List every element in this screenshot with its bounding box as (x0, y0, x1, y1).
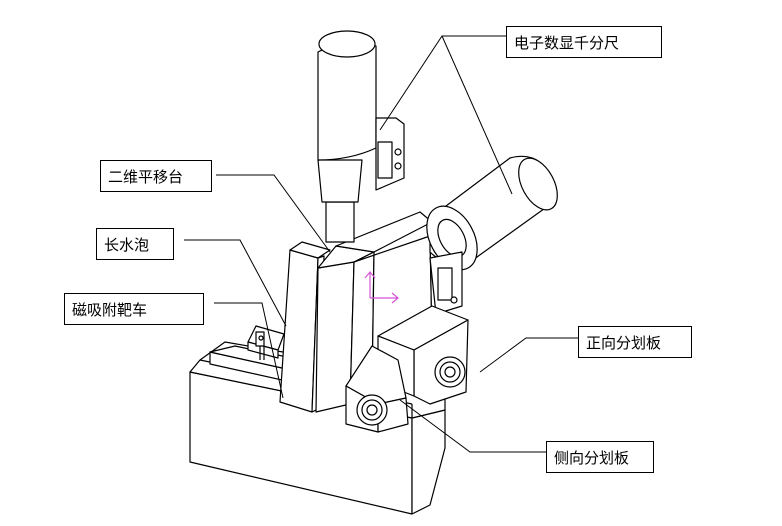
inclined-micrometer (426, 155, 558, 315)
leader-target-carriage (214, 302, 284, 399)
callout-side-reticle: 侧向分划板 (546, 441, 654, 473)
callout-target-carriage: 磁吸附靶车 (64, 293, 204, 325)
micrometer-column (317, 30, 405, 243)
leader-side-reticle (399, 399, 548, 453)
side-reticle-housing (345, 345, 409, 433)
leader-front-reticle (479, 337, 584, 373)
callout-level-bubble: 长水泡 (96, 228, 174, 260)
target-carriage (247, 325, 285, 360)
callout-xy-stage: 二维平移台 (100, 160, 212, 192)
callout-front-reticle: 正向分划板 (578, 326, 692, 358)
axis-marker (364, 271, 399, 304)
leader-level-bubble (184, 239, 287, 327)
leader-micrometer-2 (441, 35, 513, 195)
leader-xy-stage (216, 174, 331, 253)
callout-micrometer: 电子数显千分尺 (506, 26, 662, 58)
leader-micrometer (379, 35, 506, 131)
